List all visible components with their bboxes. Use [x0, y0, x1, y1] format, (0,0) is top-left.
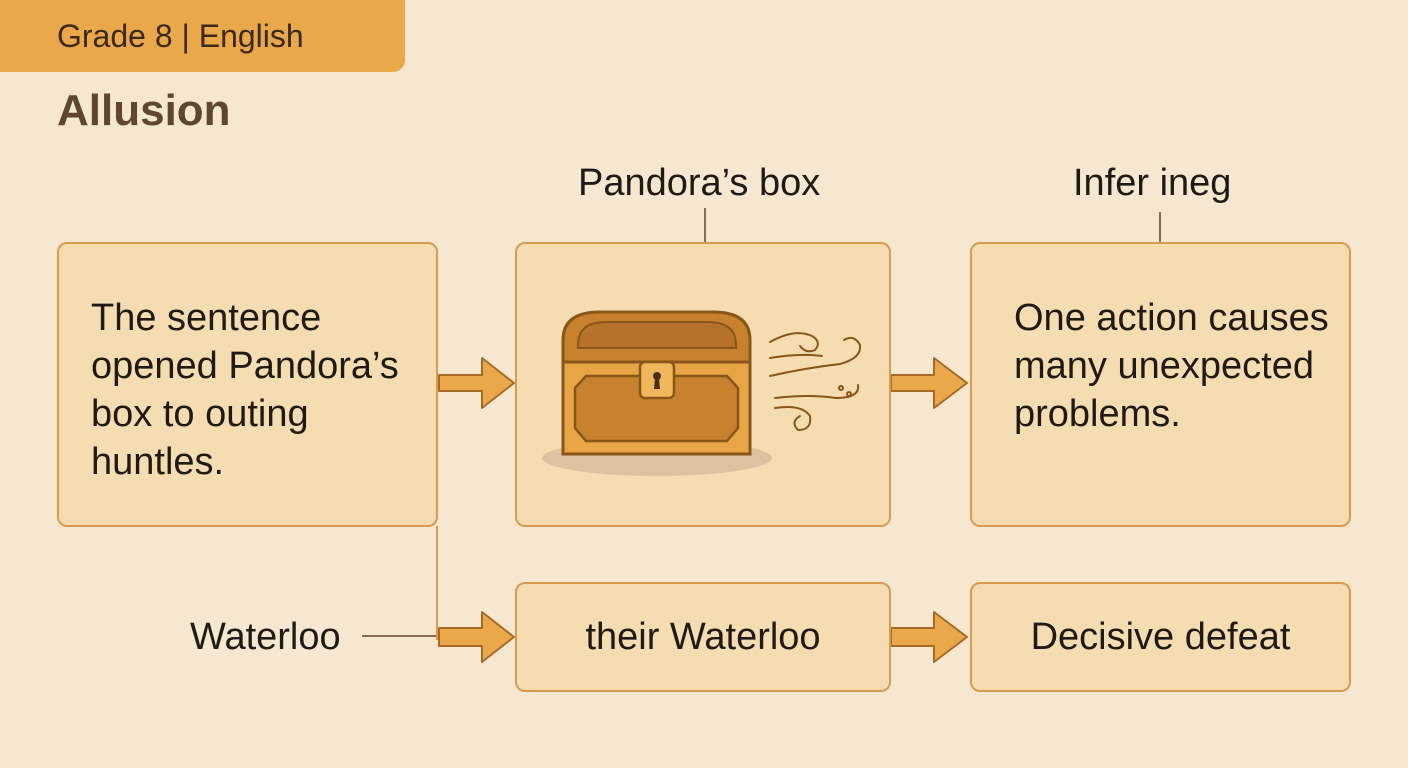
wind-swirl-icon	[769, 332, 862, 432]
inference-label: Infer ineg	[1073, 162, 1232, 204]
right-arrow-icon	[438, 611, 515, 663]
sentence-box: The sentence opened Pandora’s box to out…	[57, 242, 438, 527]
page-title: Allusion	[57, 86, 231, 135]
right-arrow-icon	[890, 611, 968, 663]
pandora-label: Pandora’s box	[578, 162, 821, 204]
phrase-text: their Waterloo	[585, 615, 821, 658]
right-arrow-icon	[890, 357, 968, 409]
waterloo-label: Waterloo	[190, 616, 341, 658]
phrase-box: their Waterloo	[515, 582, 891, 692]
right-arrow-icon	[438, 357, 515, 409]
sentence-text: The sentence opened Pandora’s box to out…	[91, 297, 399, 483]
defeat-text: Decisive defeat	[1030, 615, 1291, 658]
treasure-chest-icon	[542, 310, 772, 476]
defeat-box: Decisive defeat	[970, 582, 1351, 692]
grade-subject-tag: Grade 8 | English	[0, 0, 405, 72]
grade-subject-text: Grade 8 | English	[57, 17, 304, 54]
meaning-box: One action causes many unexpected proble…	[970, 242, 1351, 527]
meaning-text: One action causes many unexpected proble…	[1014, 297, 1329, 435]
